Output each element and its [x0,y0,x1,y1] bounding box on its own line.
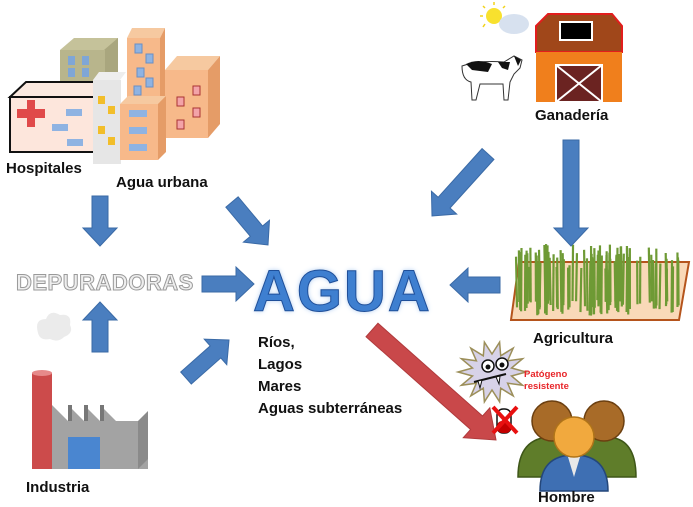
antibiotic-crossed-icon [491,405,519,435]
hombre-label: Hombre [538,489,595,506]
water-source-item: Ríos, [258,334,295,351]
agua-title: AGUA [253,259,432,325]
arrow-agricultura-to-agua [449,266,501,304]
arrow-depuradoras-to-agua [201,265,255,303]
depuradoras-label: DEPURADORAS [16,270,194,296]
grass-blade [514,256,519,308]
sun-cloud-icon [480,2,529,34]
grass-blade [625,247,629,311]
grass-blade [607,269,611,311]
agricultura-label: Agricultura [533,330,614,347]
grass-blade [579,267,583,313]
grass-blade [538,262,542,310]
arrow-ganaderia-to-agua [430,147,495,217]
grass-blade [613,261,617,308]
patogeno-label: Patógeno resistente [524,369,569,393]
arrow-agua-urbana-to-agua [225,196,271,246]
crop-field-icon [509,244,691,321]
arrow-agua-urbana-to-depuradoras [81,195,119,247]
grass-blade [548,257,552,306]
grass-blade [543,244,548,314]
grass-blade [556,257,559,310]
industria-label: Industria [26,479,90,496]
arrow-industria-to-depuradoras [81,301,119,353]
grass-blade [574,253,579,302]
grass-blade [650,254,653,302]
people-icon [517,400,637,492]
grass-blade [588,261,592,316]
grass-blade [647,247,651,303]
arrow-ganaderia-to-agricultura [552,139,590,247]
hospitales-label: Hospitales [6,160,82,177]
patogeno-line-2: resistente [524,381,569,392]
arrow-industria-to-agua [179,338,230,385]
grass-blade [658,263,662,310]
grass-blade [617,253,621,302]
grass-blade [590,266,594,308]
cow-icon [461,55,523,101]
grass-blade [621,253,625,305]
patogeno-line-1: Patógeno [524,369,568,380]
agua-urbana-label: Agua urbana [116,174,208,191]
grass-blade [582,249,587,307]
grass-blade [664,252,668,304]
grass-blade [605,251,609,306]
water-source-item: Aguas subterráneas [258,400,403,417]
pathogen-icon [455,339,529,405]
grass-blade [651,259,655,309]
factory-icon [32,312,148,469]
water-sources-list: Ríos, Lagos Mares Aguas subterráneas [258,332,402,420]
barn-icon [535,13,623,103]
arrow-agua-to-hombre [365,322,497,441]
ganaderia-label: Ganadería [535,107,609,124]
water-source-item: Mares [258,378,302,395]
grass-blade [536,262,540,314]
water-source-item: Lagos [258,356,303,373]
city-buildings-icon [7,28,220,164]
